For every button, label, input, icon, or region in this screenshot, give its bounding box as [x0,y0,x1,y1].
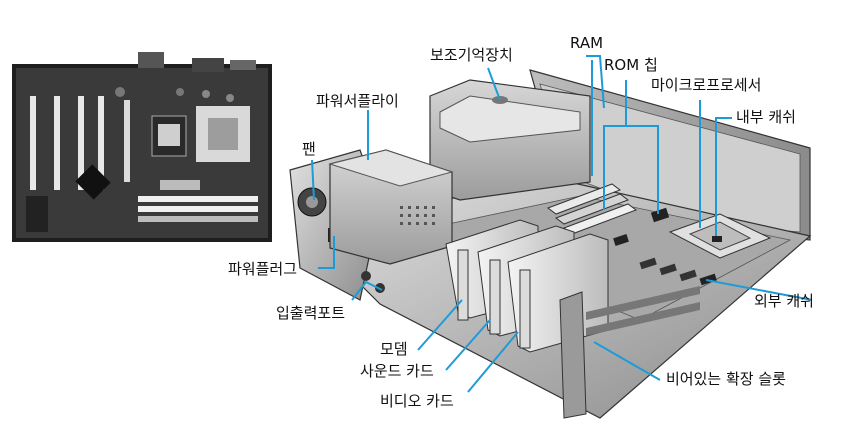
label-external-cache: 외부 캐쉬 [754,292,814,310]
callout-lines [311,55,813,393]
label-internal-cache: 내부 캐쉬 [736,108,796,126]
label-io-ports: 입출력포트 [276,304,346,322]
label-power-supply: 파워서플라이 [316,92,399,110]
computer-case [289,69,812,419]
label-power-plug: 파워플러그 [228,260,298,278]
label-empty-slots: 비어있는 확장 슬롯 [666,370,786,388]
label-ram: RAM [570,34,604,52]
motherboard-photo [12,52,272,242]
label-fan: 팬 [302,140,316,158]
label-microprocessor: 마이크로프로세서 [651,76,762,94]
label-sound-card: 사운드 카드 [360,362,434,380]
label-rom-chip: ROM 칩 [604,56,658,74]
label-modem: 모뎀 [380,340,408,358]
label-secondary-storage: 보조기억장치 [430,46,513,64]
label-video-card: 비디오 카드 [380,392,454,410]
